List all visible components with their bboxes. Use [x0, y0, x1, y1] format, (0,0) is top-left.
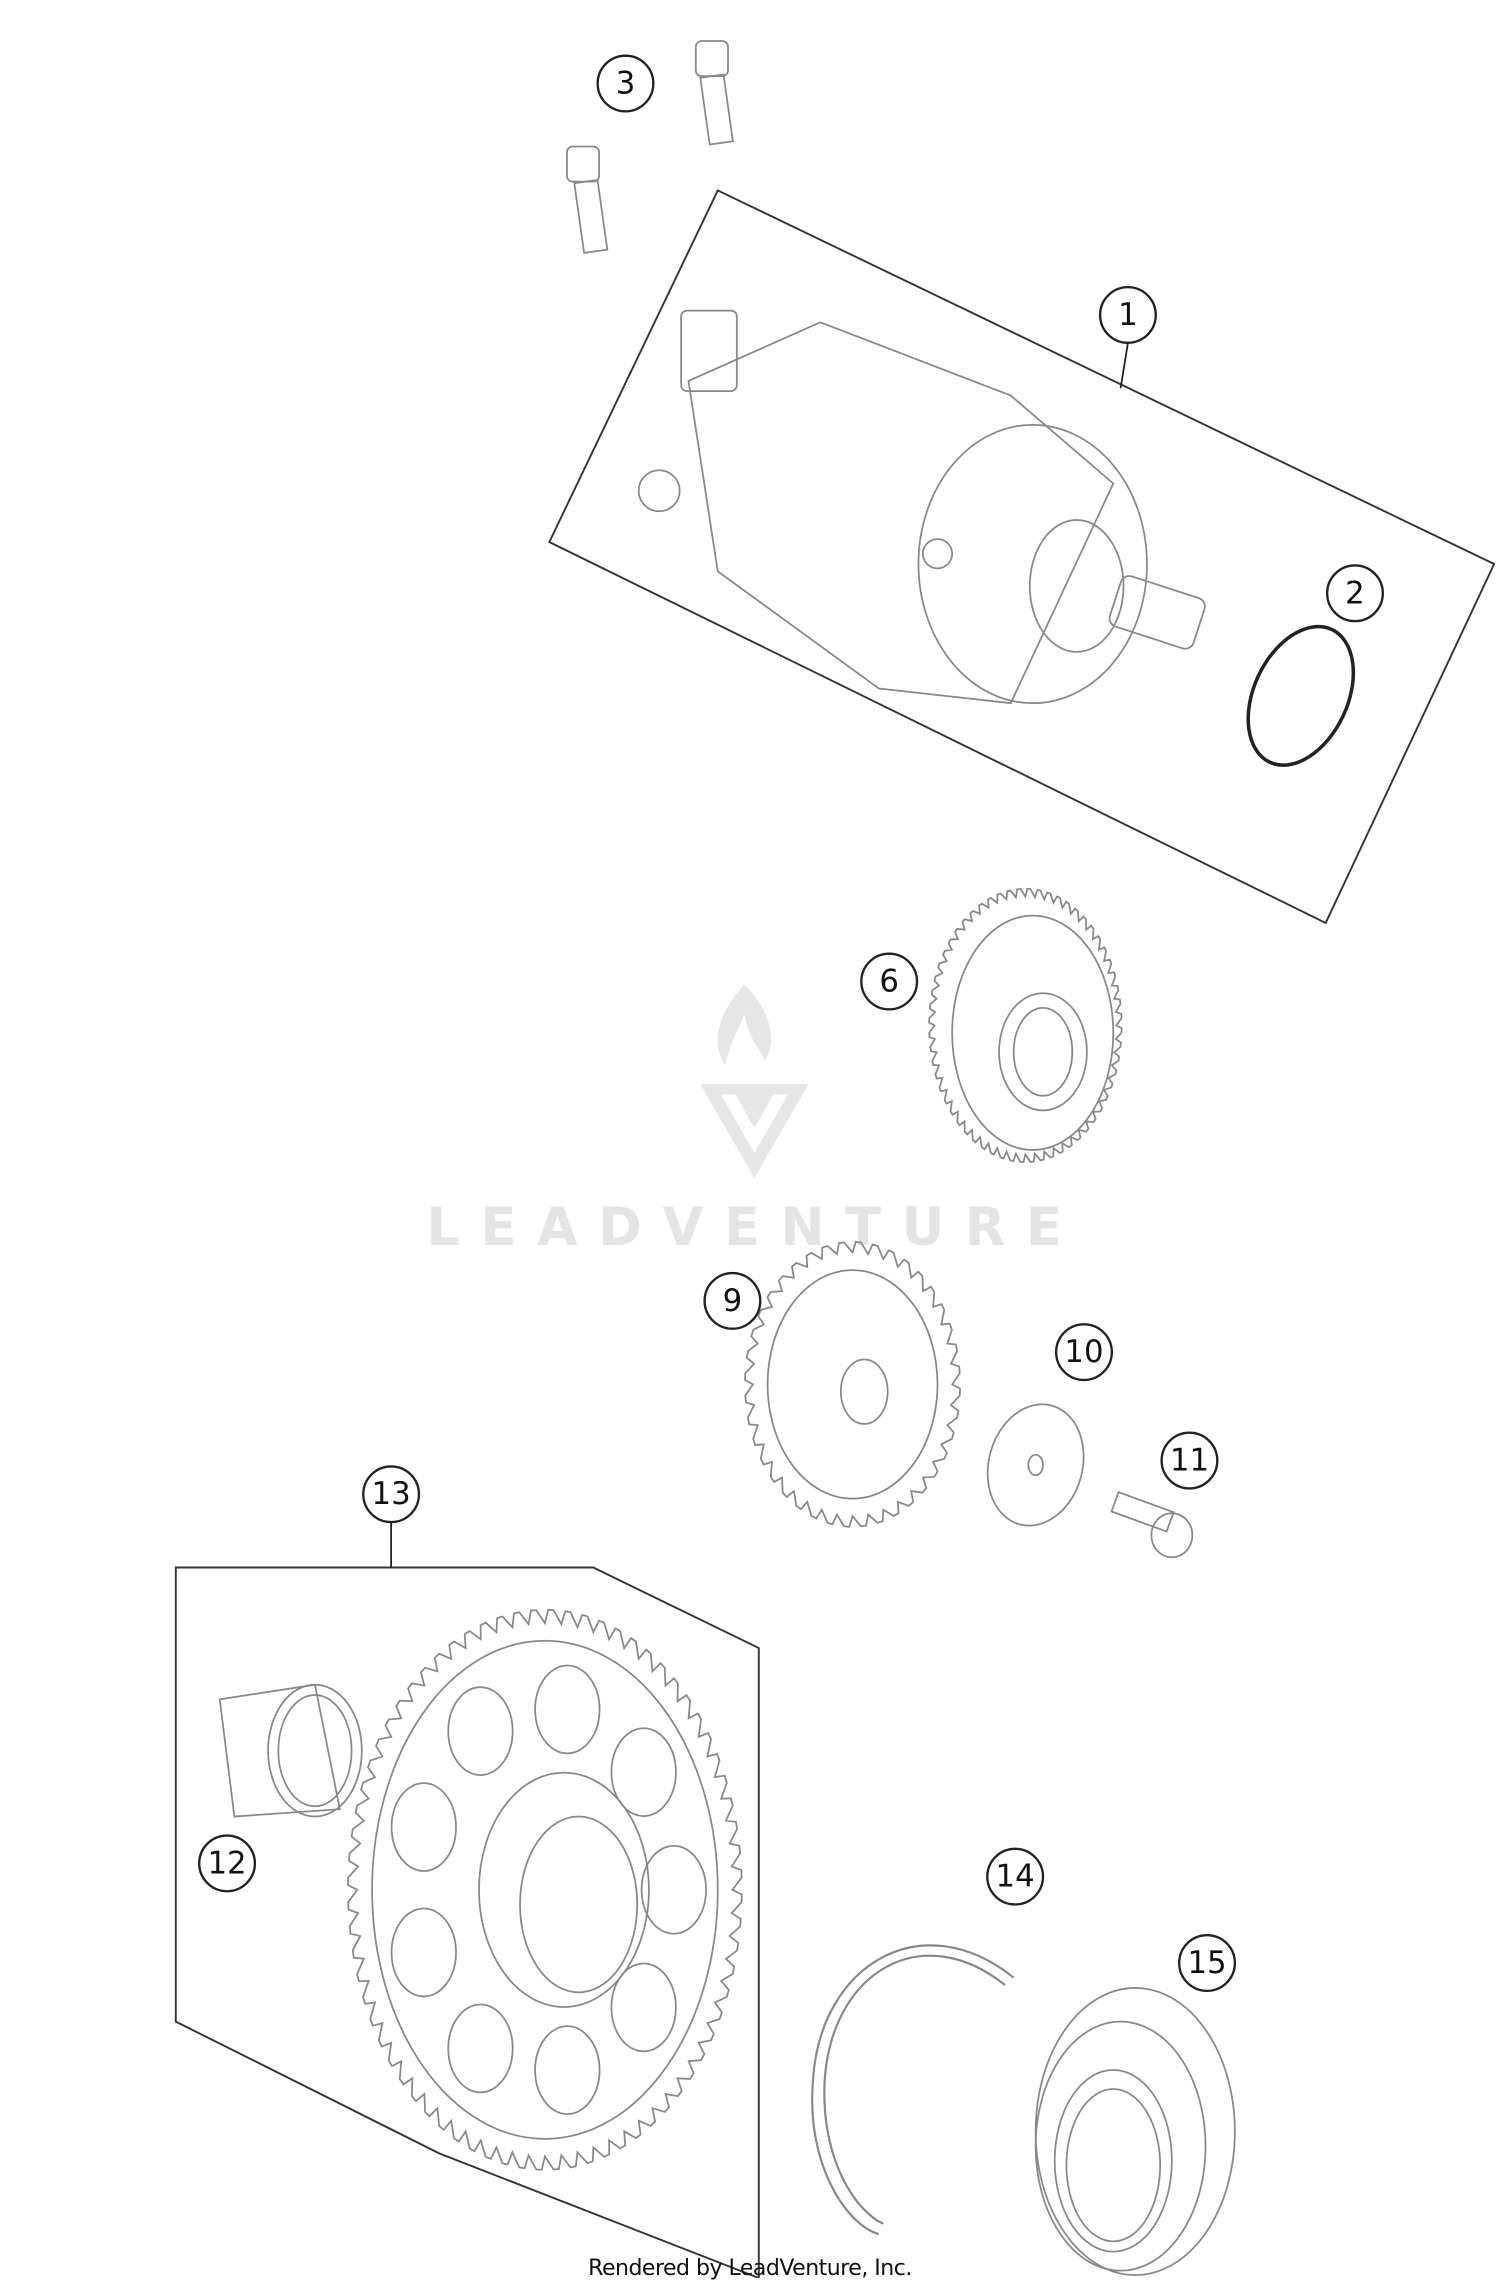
callout-number: 2: [1345, 575, 1365, 611]
screw-part-11: [1110, 1491, 1194, 1559]
screw-part-3a: [694, 40, 734, 146]
lightening-hole: [610, 1962, 677, 2053]
lightening-hole: [534, 1664, 601, 1755]
callout-number: 6: [879, 964, 899, 1000]
starter-motor-part: [637, 309, 1206, 705]
screw-part-3b: [566, 145, 609, 254]
callout-10: 10: [1054, 1323, 1113, 1382]
starter-motor-kit-frame: [548, 189, 1496, 925]
lightening-hole: [390, 1907, 457, 1998]
gear-teeth: [928, 887, 1123, 1164]
gear-part: [744, 1241, 961, 1528]
callout-3: 3: [596, 54, 655, 113]
gear-teeth: [744, 1241, 961, 1528]
callout-number: 11: [1170, 1443, 1209, 1479]
lightening-hole: [534, 2025, 601, 2115]
callout-circle: [596, 54, 655, 113]
watermark-logo: [700, 984, 809, 1178]
watermark-text: LEADVENTURE: [426, 1197, 1082, 1258]
leadventure-watermark: LEADVENTURE: [426, 984, 1082, 1258]
starter-gear-assembly-frame: [174, 1566, 760, 2278]
callout-number: 1: [1118, 297, 1138, 333]
callout-number: 15: [1187, 1945, 1226, 1981]
callout-number: 12: [207, 1845, 246, 1881]
lightening-hole: [640, 1844, 707, 1935]
callout-circle: [986, 1847, 1045, 1906]
lightening-hole: [447, 2003, 514, 2094]
callout-number: 3: [616, 66, 636, 102]
callout-circle: [1098, 285, 1157, 344]
callout-13: 13: [362, 1465, 421, 1524]
callout-11: 11: [1160, 1431, 1219, 1490]
callout-6: 6: [860, 952, 919, 1011]
callout-circle: [1178, 1934, 1237, 1993]
callout-15: 15: [1178, 1934, 1237, 1993]
callout-number: 10: [1064, 1334, 1103, 1370]
callout-number: 13: [372, 1476, 411, 1512]
callout-9: 9: [703, 1271, 762, 1330]
gear-teeth: [347, 1608, 743, 2171]
callout-circle: [1160, 1431, 1219, 1490]
bearing-part: [1034, 1987, 1236, 2276]
callout-14: 14: [986, 1847, 1045, 1906]
callout-circle: [362, 1465, 421, 1524]
lightening-hole: [390, 1782, 457, 1872]
callout-1: 1: [1098, 285, 1157, 344]
callout-circle: [703, 1271, 762, 1330]
o-ring-part: [1246, 624, 1356, 767]
footer-credit: Rendered by LeadVenture, Inc.: [588, 2256, 912, 2281]
lightening-hole: [610, 1727, 677, 1817]
callout-circle: [1325, 564, 1384, 623]
bushing-part: [218, 1683, 363, 1818]
callout-number: 9: [723, 1283, 743, 1319]
starter-gear-part: [347, 1608, 743, 2171]
leader-lines: [390, 342, 1129, 1568]
lightening-hole: [447, 1686, 514, 1776]
intermediate-gear-part: [928, 887, 1123, 1164]
callout-circle: [860, 952, 919, 1011]
callout-2: 2: [1325, 564, 1384, 623]
washer-part: [986, 1403, 1085, 1527]
snap-ring-part: [811, 1944, 1015, 2236]
callout-12: 12: [198, 1834, 257, 1893]
callout-number: 14: [996, 1859, 1035, 1895]
callout-circle: [198, 1834, 257, 1893]
callout-circle: [1054, 1323, 1113, 1382]
